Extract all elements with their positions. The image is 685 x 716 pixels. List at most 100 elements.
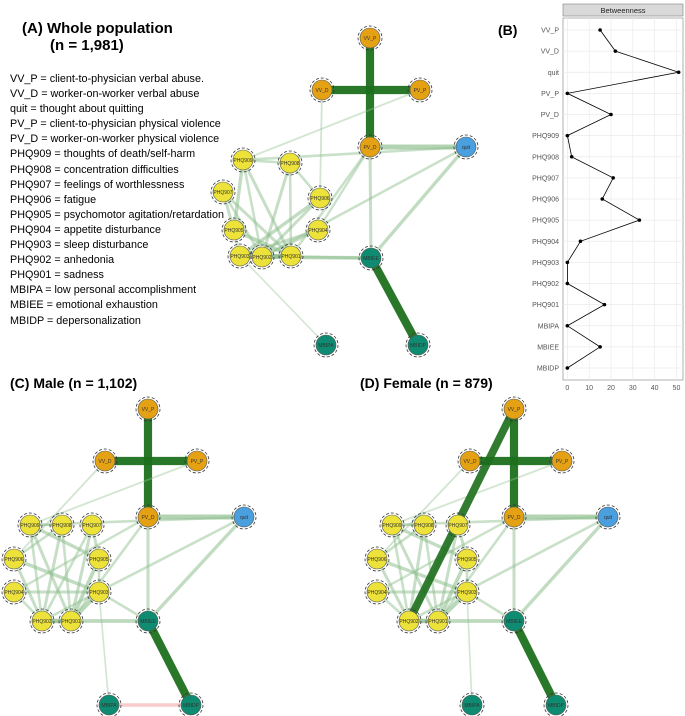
node-circle: [229, 245, 251, 267]
betweenness-point: [637, 218, 642, 222]
node-ring: [96, 692, 122, 716]
panel-b-title: (B): [498, 22, 518, 38]
node-phq903: PHQ903: [86, 579, 112, 605]
network-edge: [242, 89, 421, 161]
x-tick-label: 40: [651, 385, 659, 392]
node-circle: [279, 152, 301, 174]
legend-item: PHQ907 = feelings of worthlessness: [10, 178, 185, 191]
node-label: quit: [462, 145, 471, 151]
y-tick-label: PHQ908: [532, 154, 559, 161]
y-tick-label: PHQ901: [532, 302, 559, 309]
node-ring: [595, 504, 621, 530]
network-edge: [509, 616, 561, 710]
legend-item: PHQ903 = sleep disturbance: [10, 239, 149, 252]
node-circle: [280, 245, 302, 267]
node-label: VV_P: [508, 407, 521, 413]
node-circle: [427, 610, 449, 632]
node-ring: [135, 608, 161, 634]
node-label: PHQ903: [230, 254, 249, 260]
node-label: PHQ907: [213, 190, 232, 196]
node-ring: [230, 147, 256, 173]
node-label: MBIEE: [506, 619, 522, 625]
node-circle: [461, 694, 483, 716]
betweenness-point: [598, 28, 602, 32]
node-circle: [186, 450, 208, 472]
node-quit: quit: [453, 134, 479, 160]
node-phq901: PHQ901: [58, 608, 84, 634]
x-tick-label: 10: [585, 385, 593, 392]
node-pv_d: PV_D: [501, 504, 527, 530]
node-ring: [501, 396, 527, 422]
node-circle: [223, 219, 245, 241]
panel-d-title: (D) Female (n = 879): [360, 375, 493, 391]
node-circle: [311, 79, 333, 101]
node-mbiee: MBIEE: [501, 608, 527, 634]
node-ring: [445, 512, 471, 538]
node-phq908: PHQ908: [277, 150, 303, 176]
node-label: MBIPA: [101, 703, 117, 709]
node-circle: [88, 581, 110, 603]
node-phq904: PHQ904: [305, 217, 331, 243]
node-label: PHQ909: [382, 523, 401, 529]
node-circle: [413, 514, 435, 536]
node-mbiee: MBIEE: [358, 245, 384, 271]
betweenness-point: [569, 154, 574, 159]
node-label: PV_P: [414, 88, 427, 94]
y-tick-label: PHQ904: [532, 239, 559, 246]
node-circle: [366, 581, 388, 603]
node-circle: [19, 514, 41, 536]
node-label: PHQ904: [367, 590, 386, 596]
node-phq902: PHQ902: [29, 608, 55, 634]
node-circle: [503, 506, 525, 528]
node-circle: [315, 334, 337, 356]
network-edge: [241, 158, 264, 259]
network-edge: [60, 523, 73, 623]
panel-a-title-line2: (n = 1,981): [50, 37, 124, 54]
node-phq906: PHQ906: [364, 546, 390, 572]
node-label: VV_D: [98, 459, 111, 465]
node-ring: [407, 77, 433, 103]
node-label: PHQ909: [20, 523, 39, 529]
network-edge: [390, 523, 469, 561]
node-ring: [17, 512, 43, 538]
node-ring: [49, 512, 75, 538]
node-vv_d: VV_D: [457, 448, 483, 474]
y-tick-label: PHQ902: [532, 281, 559, 288]
betweenness-point: [602, 302, 607, 307]
node-circle: [503, 398, 525, 420]
network-edge: [376, 460, 471, 560]
y-tick-label: VV_P: [541, 28, 559, 35]
betweenness-point: [578, 239, 583, 244]
node-pv_p: PV_P: [184, 448, 210, 474]
node-phq907: PHQ907: [210, 179, 236, 205]
node-circle: [545, 694, 567, 716]
node-ring: [29, 608, 55, 634]
node-circle: [597, 506, 619, 528]
node-circle: [60, 610, 82, 632]
node-label: PHQ905: [89, 557, 108, 563]
y-tick-label: MBIDP: [537, 366, 560, 373]
node-circle: [359, 27, 381, 49]
betweenness-point: [565, 281, 570, 286]
node-label: VV_D: [315, 88, 328, 94]
node-phq908: PHQ908: [411, 512, 437, 538]
node-label: quit: [240, 515, 249, 521]
node-mbipa: MBIPA: [459, 692, 485, 716]
legend-item: MBIPA = low personal accomplishment: [10, 284, 197, 297]
y-tick-label: MBIEE: [537, 344, 559, 351]
node-label: PV_P: [191, 459, 204, 465]
node-ring: [405, 332, 431, 358]
network-edge: [369, 145, 468, 260]
y-tick-label: PV_P: [541, 91, 559, 98]
network-edge: [12, 515, 150, 594]
node-label: PHQ906: [367, 557, 386, 563]
network-edge: [260, 161, 292, 259]
node-ring: [278, 243, 304, 269]
network-edge: [28, 523, 44, 623]
node-label: PHQ907: [82, 523, 101, 529]
node-circle: [381, 514, 403, 536]
node-ring: [543, 692, 569, 716]
node-ring: [357, 134, 383, 160]
node-label: PHQ901: [281, 254, 300, 260]
node-label: PHQ903: [457, 590, 476, 596]
